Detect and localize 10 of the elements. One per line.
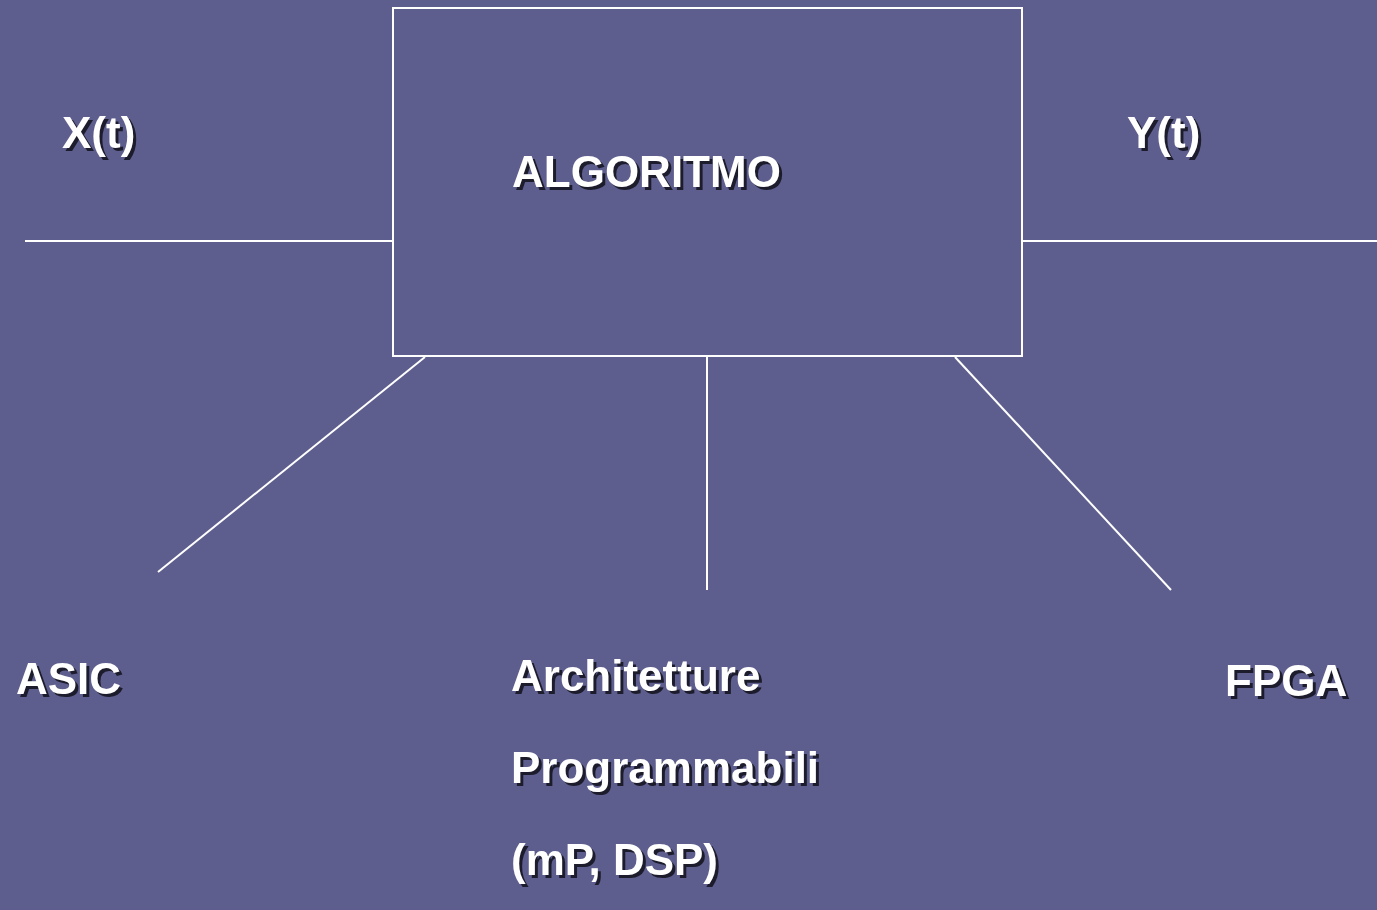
node-label: FPGA <box>1225 656 1349 707</box>
connector-line <box>1022 240 1377 242</box>
box-label: ALGORITMO <box>512 147 782 198</box>
node-label: Architetture Programmabili (mP, DSP) <box>511 650 821 886</box>
connector-line <box>954 356 1172 591</box>
connector-line <box>157 356 426 573</box>
connector-line <box>706 356 708 591</box>
connector-line <box>24 240 393 242</box>
node-label: ASIC <box>16 654 123 705</box>
process-box <box>392 7 1023 357</box>
